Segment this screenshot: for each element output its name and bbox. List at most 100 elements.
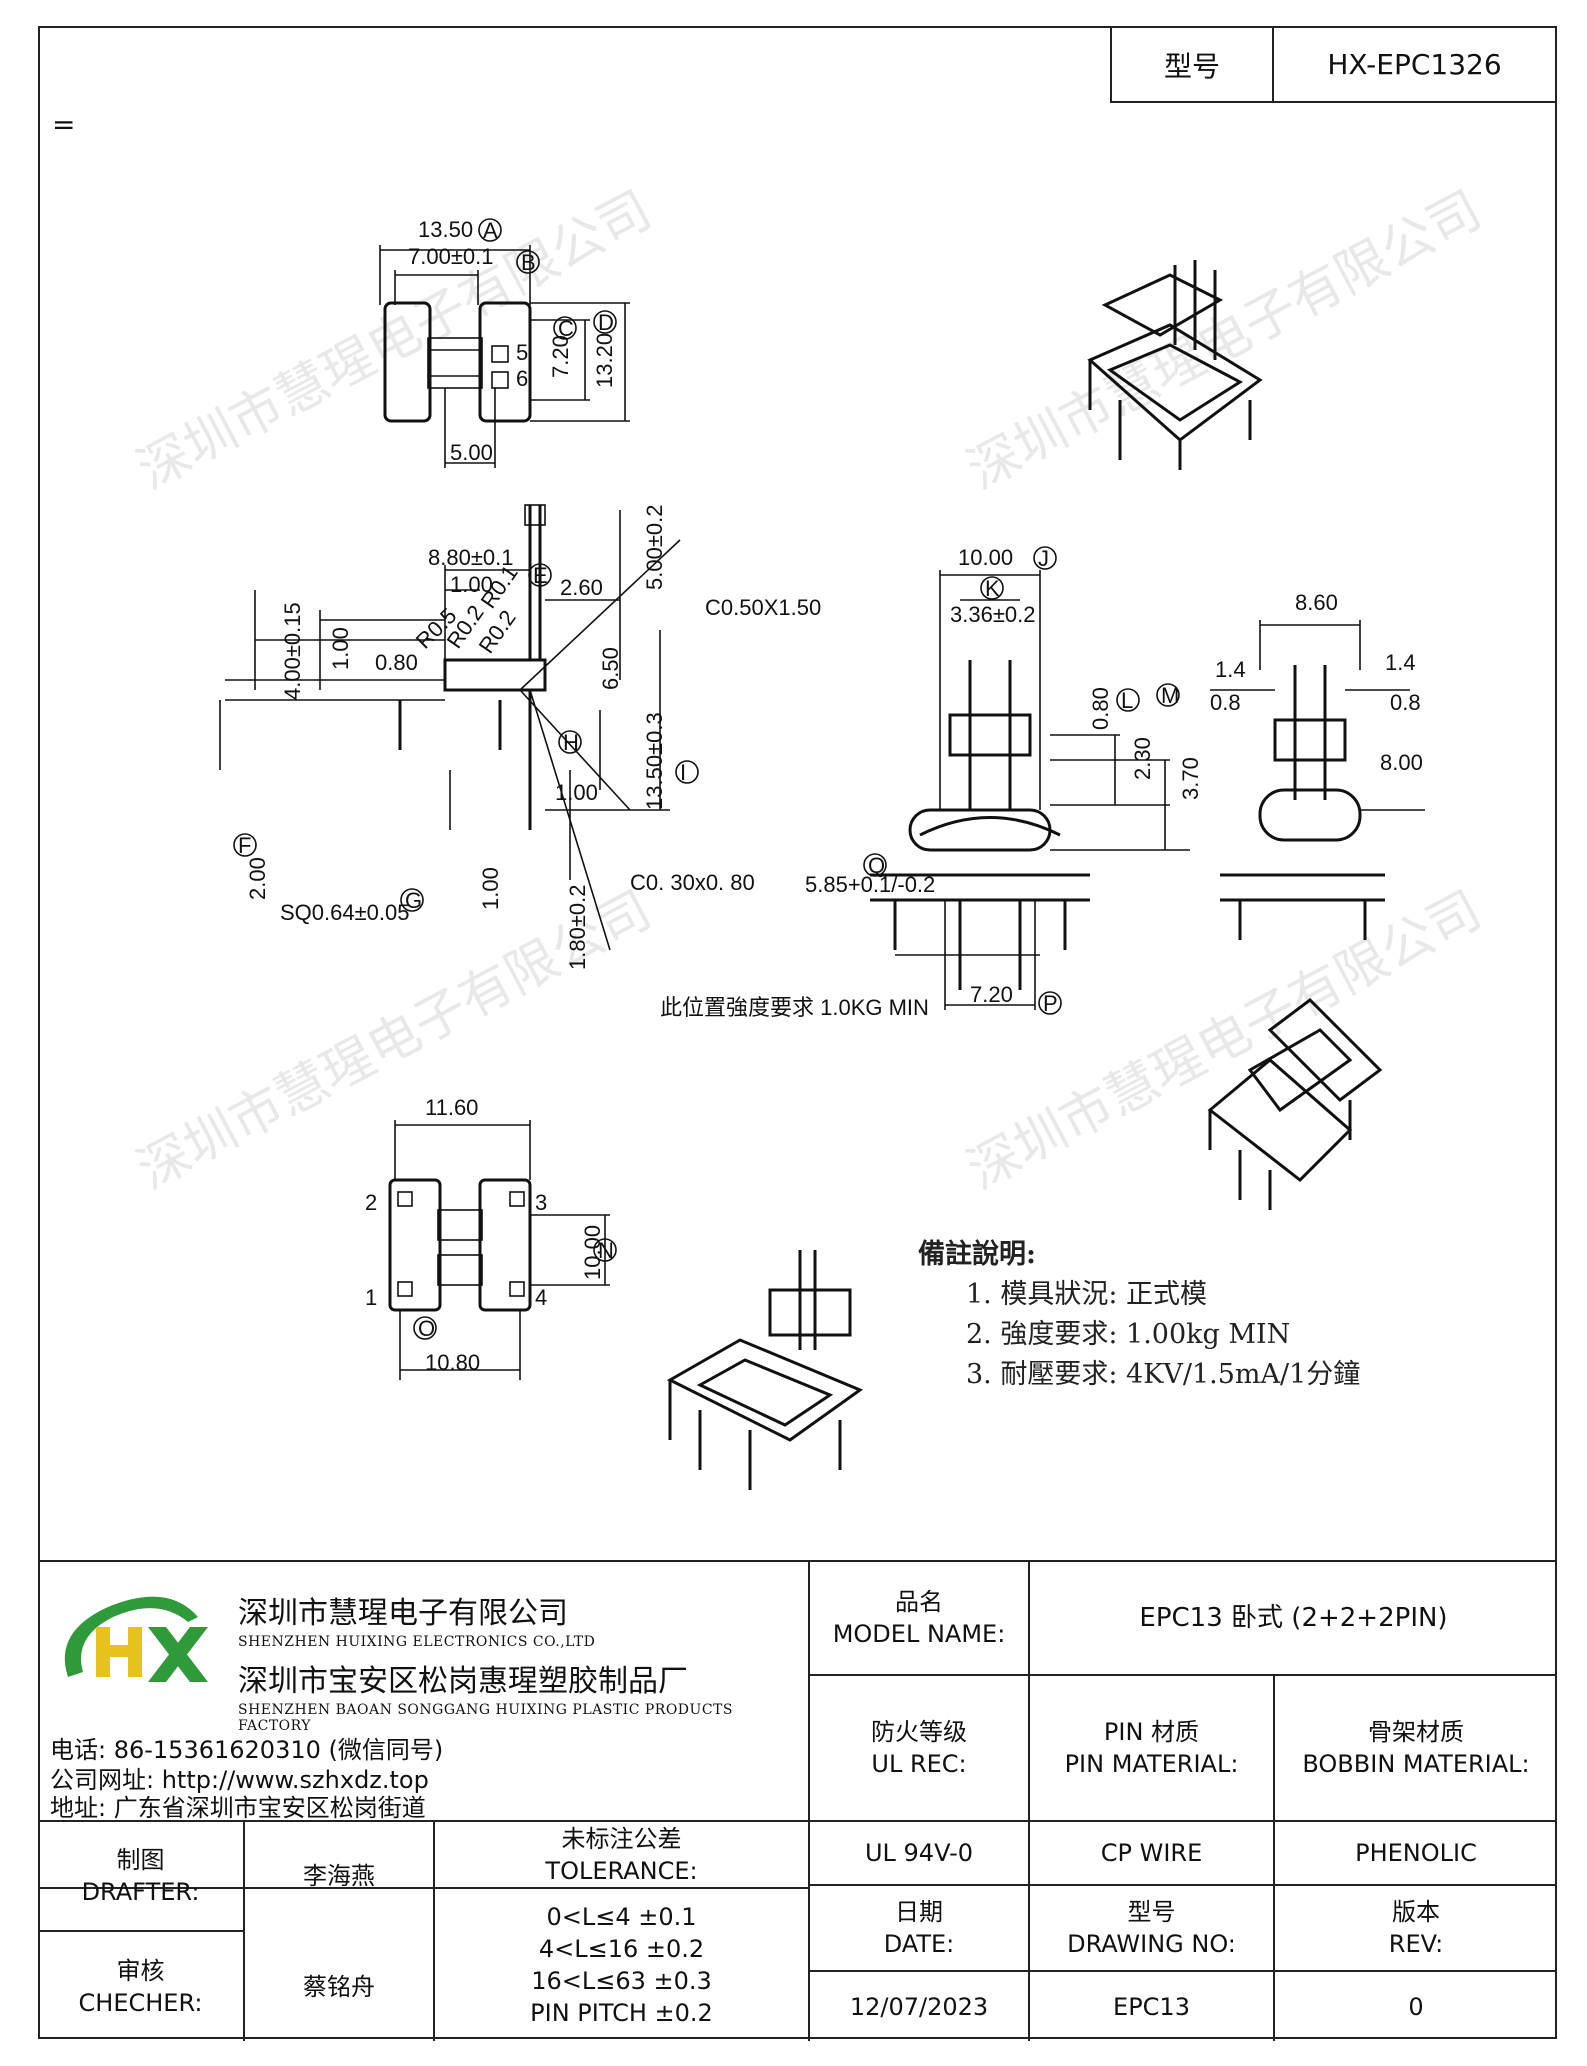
marker: = xyxy=(52,108,76,141)
tag-label: P xyxy=(1043,991,1058,1016)
ul-rec-label: 防火等级 UL REC: xyxy=(871,1718,967,1778)
dim-label: 13.50±0.3 xyxy=(642,712,667,810)
dim-callout: C0.50X1.50 xyxy=(705,595,821,620)
factory-name-en: SHENZHEN BAOAN SONGGANG HUIXING PLASTIC … xyxy=(238,1702,733,1734)
tag-label: D xyxy=(598,310,614,335)
iso-view-3 xyxy=(666,1250,864,1490)
dim-label: 8.60 xyxy=(1295,590,1338,615)
dim-label: 0.8 xyxy=(1390,690,1421,715)
iso-view-1 xyxy=(1087,260,1263,470)
tag-label: L xyxy=(1121,688,1133,713)
checker-label: 审核 CHECHER: xyxy=(78,1956,203,2017)
company-address: 地址: 广东省深圳市宝安区松岗街道 xyxy=(50,1794,426,1822)
pin-label: 4 xyxy=(535,1285,547,1310)
date-value: 12/07/2023 xyxy=(849,1992,989,2021)
company-logo xyxy=(64,1596,208,1682)
tag-label: N xyxy=(598,1238,614,1263)
bobbin-material-label: 骨架材质 BOBBIN MATERIAL: xyxy=(1302,1718,1530,1778)
dim-label: 10.80 xyxy=(425,1350,480,1375)
ul-rec-value: UL 94V-0 xyxy=(864,1839,974,1867)
tag-label: E xyxy=(533,563,548,588)
model-value: HX-EPC1326 xyxy=(1327,48,1502,81)
tag-label: C xyxy=(558,316,574,341)
dim-label: 0.80 xyxy=(375,650,418,675)
dim-label: 2.00 xyxy=(245,857,270,900)
dim-label: 5.00±0.2 xyxy=(642,505,667,590)
company-info: 深圳市慧瑆电子有限公司 SHENZHEN HUIXING ELECTRONICS… xyxy=(38,1562,808,1822)
company-website: 公司网址: http://www.szhxdz.top xyxy=(50,1766,429,1794)
pin-label: 5 xyxy=(516,340,528,365)
remarks-title: 備註說明: xyxy=(918,1239,1036,1270)
remarks: 備註說明: 1. 模具狀況: 正式模 2. 強度要求: 1.00kg MIN 3… xyxy=(918,1235,1360,1395)
watermark: 深圳市慧瑆电子有限公司 xyxy=(958,180,1491,502)
tag-label: K xyxy=(985,576,1000,601)
pin-label: 1 xyxy=(365,1285,377,1310)
right-view: 8.60 1.4 1.4 0.8 0.8 8.00 xyxy=(1210,590,1425,940)
tag-label: F xyxy=(238,833,251,858)
dim-label: 8.80±0.1 xyxy=(428,545,513,570)
front-view: 10.00 3.36±0.2 0.80 2.30 3.70 5.85+0.1/-… xyxy=(805,545,1203,1016)
drawing-no-value: EPC13 xyxy=(1113,1992,1190,2021)
dim-label: 0.80 xyxy=(1088,687,1113,730)
title-block: 深圳市慧瑆电子有限公司 SHENZHEN HUIXING ELECTRONICS… xyxy=(38,1560,1557,2041)
remark-item: 3. 耐壓要求: 4KV/1.5mA/1分鐘 xyxy=(966,1359,1361,1390)
dim-label: 7.20 xyxy=(548,335,573,378)
dim-label: 13.50 xyxy=(418,217,473,242)
iso-view-2 xyxy=(1207,998,1383,1210)
pin-label: 2 xyxy=(365,1190,377,1215)
tag-label: J xyxy=(1038,546,1049,571)
tag-label: G xyxy=(405,888,422,913)
dim-label: 1.00 xyxy=(478,867,503,910)
company-name-en: SHENZHEN HUIXING ELECTRONICS CO.,LTD xyxy=(238,1634,596,1650)
tag-label: H xyxy=(563,730,579,755)
pin-label: 6 xyxy=(516,366,528,391)
pin-material-label: PIN 材质 PIN MATERIAL: xyxy=(1064,1718,1239,1778)
strength-note: 此位置強度要求 1.0KG MIN xyxy=(660,995,929,1020)
dim-label: 8.00 xyxy=(1380,750,1423,775)
dim-label: 1.80±0.2 xyxy=(565,885,590,970)
rev-value: 0 xyxy=(1408,1992,1424,2021)
tag-label: O xyxy=(418,1316,435,1341)
tag-label: A xyxy=(483,218,498,243)
checker-value: 蔡铭舟 xyxy=(303,1972,375,2001)
dim-label: 0.8 xyxy=(1210,690,1241,715)
side-view: 8.80±0.1 1.00 2.60 5.00±0.2 C0.50X1.50 4… xyxy=(219,504,929,1020)
dim-label: 5.00 xyxy=(450,440,493,465)
drafter-label: 制图 DRAFTER: xyxy=(81,1846,200,1906)
factory-name-cn: 深圳市宝安区松岗惠瑆塑胶制品厂 xyxy=(238,1664,688,1699)
drafter-value: 李海燕 xyxy=(303,1862,375,1890)
dim-label: 3.70 xyxy=(1178,757,1203,800)
dim-label: 7.00±0.1 xyxy=(408,244,493,269)
tag-label: Q xyxy=(868,853,885,878)
model-name-value: EPC13 卧式 (2+2+2PIN) xyxy=(1139,1603,1448,1633)
pin-material-value: CP WIRE xyxy=(1100,1839,1203,1867)
dim-label: 11.60 xyxy=(425,1095,478,1120)
dim-label: 5.85+0.1/-0.2 xyxy=(805,872,935,897)
dim-label: 1.4 xyxy=(1385,650,1416,675)
remark-item: 2. 強度要求: 1.00kg MIN xyxy=(966,1319,1291,1350)
dim-label: 13.20 xyxy=(592,333,617,388)
dim-label: SQ0.64±0.05 xyxy=(280,900,410,925)
dim-label: 4.00±0.15 xyxy=(280,602,305,700)
technical-drawing: 深圳市慧瑆电子有限公司 深圳市慧瑆电子有限公司 深圳市慧瑆电子有限公司 深圳市慧… xyxy=(40,110,1555,1560)
drawing-canvas: 深圳市慧瑆电子有限公司 深圳市慧瑆电子有限公司 深圳市慧瑆电子有限公司 深圳市慧… xyxy=(128,180,1491,1490)
dim-label: 1.00 xyxy=(450,572,493,597)
dim-label: 2.30 xyxy=(1130,737,1155,780)
date-label: 日期 DATE: xyxy=(883,1898,955,1958)
pin-label: 3 xyxy=(535,1190,547,1215)
dim-label: 3.36±0.2 xyxy=(950,602,1035,627)
top-view: 13.50 7.00±0.1 5 6 7.20 13.20 5.00 A B C… xyxy=(379,217,630,468)
model-box: 型号 HX-EPC1326 xyxy=(1110,26,1557,103)
dim-label: 10.00 xyxy=(958,545,1013,570)
watermark: 深圳市慧瑆电子有限公司 xyxy=(958,880,1491,1202)
drawing-no-label: 型号 DRAWING NO: xyxy=(1067,1898,1236,1958)
dim-label: 6.50 xyxy=(598,647,623,690)
dim-label: 7.20 xyxy=(970,982,1013,1007)
dim-label: 1.00 xyxy=(555,780,598,805)
tag-label: B xyxy=(521,250,536,275)
company-phone: 电话: 86-15361620310 (微信同号) xyxy=(50,1736,444,1764)
bottom-view: 11.60 10.00 10.80 2 1 3 4 O N xyxy=(365,1095,617,1380)
model-key: 型号 xyxy=(1112,28,1274,101)
dim-label: 1.00 xyxy=(328,627,353,670)
tolerance-label: 未标注公差 TOLERANCE: xyxy=(545,1824,698,1885)
